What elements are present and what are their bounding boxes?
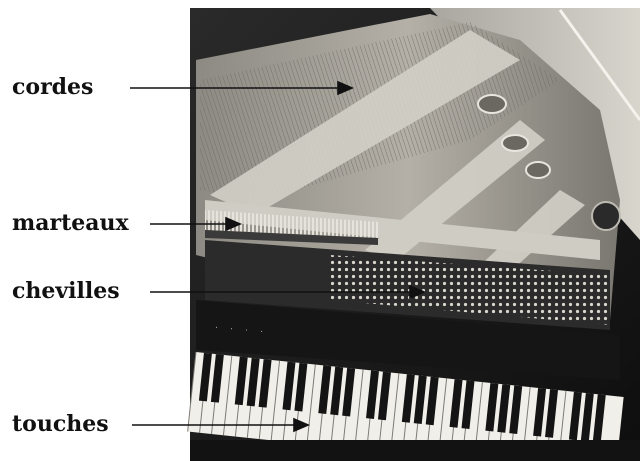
lid-prop-stick — [558, 9, 640, 121]
hammers-rail — [205, 230, 378, 245]
arrows — [130, 80, 427, 433]
black-key — [413, 375, 427, 424]
black-key — [497, 384, 511, 433]
black-key — [246, 357, 260, 407]
hammers-row — [205, 210, 380, 238]
frame-hole-1 — [477, 94, 507, 114]
frame-emblem — [591, 201, 621, 231]
frame-crossbar — [205, 200, 600, 260]
black-key — [592, 394, 606, 443]
label-keys: touches — [12, 411, 109, 437]
arrowhead-marteaux — [225, 216, 243, 232]
black-key — [425, 376, 439, 426]
arrowhead-touches — [293, 417, 311, 433]
black-key — [210, 354, 224, 403]
black-key — [533, 387, 547, 437]
black-key — [282, 361, 296, 411]
label-hammers: marteaux — [12, 210, 129, 236]
black-key — [485, 382, 499, 432]
fallboard — [196, 300, 620, 380]
black-key — [234, 356, 248, 406]
black-key — [366, 370, 379, 419]
label-strings: cordes — [12, 74, 94, 100]
keyboard-front — [190, 440, 640, 461]
black-key — [377, 371, 391, 421]
white-key-edge — [354, 369, 364, 450]
frame-hole-3 — [525, 161, 551, 179]
white-key-edge — [222, 355, 233, 436]
black-key — [401, 374, 415, 423]
black-key — [342, 367, 356, 417]
frame-bar-1 — [210, 30, 520, 215]
black-key — [545, 389, 559, 438]
black-key — [580, 392, 594, 442]
black-key — [198, 352, 212, 402]
white-key-edge — [390, 373, 400, 453]
black-key — [258, 359, 272, 408]
black-key — [318, 365, 332, 414]
black-key — [509, 385, 523, 435]
white-key-edge — [270, 360, 281, 441]
label-pins: chevilles — [12, 278, 120, 304]
frame-hole-2 — [501, 134, 529, 152]
white-key-edge — [306, 364, 316, 445]
arrowhead-chevilles — [409, 284, 427, 300]
white-key-edge — [187, 351, 197, 432]
black-key — [461, 380, 475, 430]
tuning-pins — [330, 255, 610, 325]
black-key — [294, 362, 308, 412]
piano-lid — [430, 8, 640, 240]
black-key — [568, 391, 582, 441]
black-key — [330, 366, 344, 416]
arrowhead-cordes — [337, 80, 355, 96]
black-key — [449, 379, 463, 428]
